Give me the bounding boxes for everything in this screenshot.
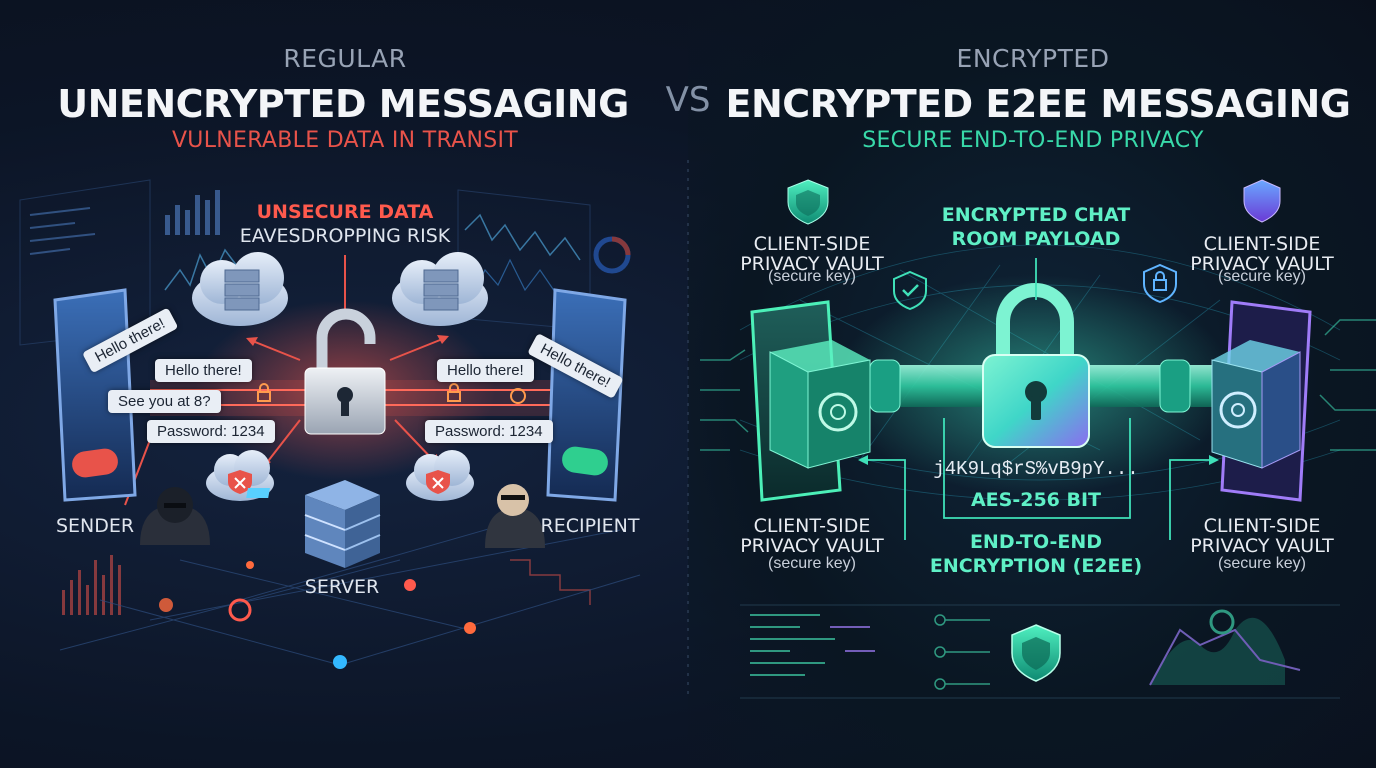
server-label: SERVER xyxy=(304,576,380,598)
shield-lock-icon xyxy=(1143,263,1177,304)
right-title: ENCRYPTED E2EE MESSAGING xyxy=(725,82,1351,126)
vault-top-right-line1: CLIENT-SIDE xyxy=(1203,233,1321,255)
ciphertext: j4K9Lq$rS%vB9pY... xyxy=(933,458,1139,480)
vault-left-icon xyxy=(769,340,871,469)
vault-top-right-line3: (secure key) xyxy=(1217,268,1307,285)
vault-bottom-left-line2: PRIVACY VAULT xyxy=(740,535,884,557)
closed-padlock xyxy=(982,283,1090,448)
left-network-nodes xyxy=(159,561,476,669)
message-password-right: Password: 1234 xyxy=(425,420,553,443)
shield-top-right-icon xyxy=(1243,179,1281,223)
open-padlock xyxy=(304,308,386,435)
eavesdropping-risk-label: EAVESDROPPING RISK xyxy=(239,225,451,247)
vault-top-right-line2: PRIVACY VAULT xyxy=(1190,253,1334,275)
right-bottom-dashboard xyxy=(740,604,1340,699)
vault-right-icon xyxy=(1211,340,1301,469)
sender-label: SENDER xyxy=(55,515,135,537)
unsecure-data-label: UNSECURE DATA xyxy=(256,201,434,223)
message-password-left: Password: 1234 xyxy=(147,420,275,443)
right-connector-lines xyxy=(862,258,1215,540)
right-subtitle: SECURE END-TO-END PRIVACY xyxy=(862,128,1204,153)
vault-top-left-line2: PRIVACY VAULT xyxy=(740,253,884,275)
cloud-server-left xyxy=(192,252,288,326)
hacker-right-icon xyxy=(485,484,545,548)
recipient-label: RECIPIENT xyxy=(540,515,640,537)
left-subtitle: VULNERABLE DATA IN TRANSIT xyxy=(171,128,519,153)
e2ee-label-line2: ENCRYPTION (E2EE) xyxy=(929,555,1143,577)
cloud-server-right xyxy=(392,252,488,326)
e2ee-label-line1: END-TO-END xyxy=(969,531,1103,553)
shield-top-left-icon xyxy=(787,179,829,225)
right-circuit-lines xyxy=(700,319,1376,451)
vs-label: VS xyxy=(665,80,711,120)
central-server xyxy=(246,480,381,568)
left-dashboard-decor xyxy=(19,179,631,615)
vault-top-left-line3: (secure key) xyxy=(767,268,857,285)
cloud-breached-right xyxy=(406,450,474,501)
vault-bottom-right-line2: PRIVACY VAULT xyxy=(1190,535,1334,557)
left-title: UNENCRYPTED MESSAGING xyxy=(57,82,629,126)
hacker-left-icon xyxy=(140,487,210,545)
shield-check-icon xyxy=(893,270,927,311)
message-hello-left: Hello there! xyxy=(155,359,252,382)
shield-bottom-icon xyxy=(1011,624,1061,682)
vault-bottom-left-line1: CLIENT-SIDE xyxy=(753,515,871,537)
payload-label-line2: ROOM PAYLOAD xyxy=(951,228,1121,250)
vault-top-left-line1: CLIENT-SIDE xyxy=(753,233,871,255)
vault-bottom-right-line3: (secure key) xyxy=(1217,555,1307,572)
cloud-breached-left xyxy=(206,450,274,501)
left-prefix-label: REGULAR xyxy=(283,44,407,73)
right-prefix-label: ENCRYPTED xyxy=(956,44,1110,73)
vault-bottom-right-line1: CLIENT-SIDE xyxy=(1203,515,1321,537)
payload-label-line1: ENCRYPTED CHAT xyxy=(941,204,1131,226)
message-hello-right: Hello there! xyxy=(437,359,534,382)
aes-strength-label: AES-256 BIT xyxy=(970,489,1102,511)
message-see-you: See you at 8? xyxy=(108,390,221,413)
vault-bottom-left-line3: (secure key) xyxy=(767,555,857,572)
